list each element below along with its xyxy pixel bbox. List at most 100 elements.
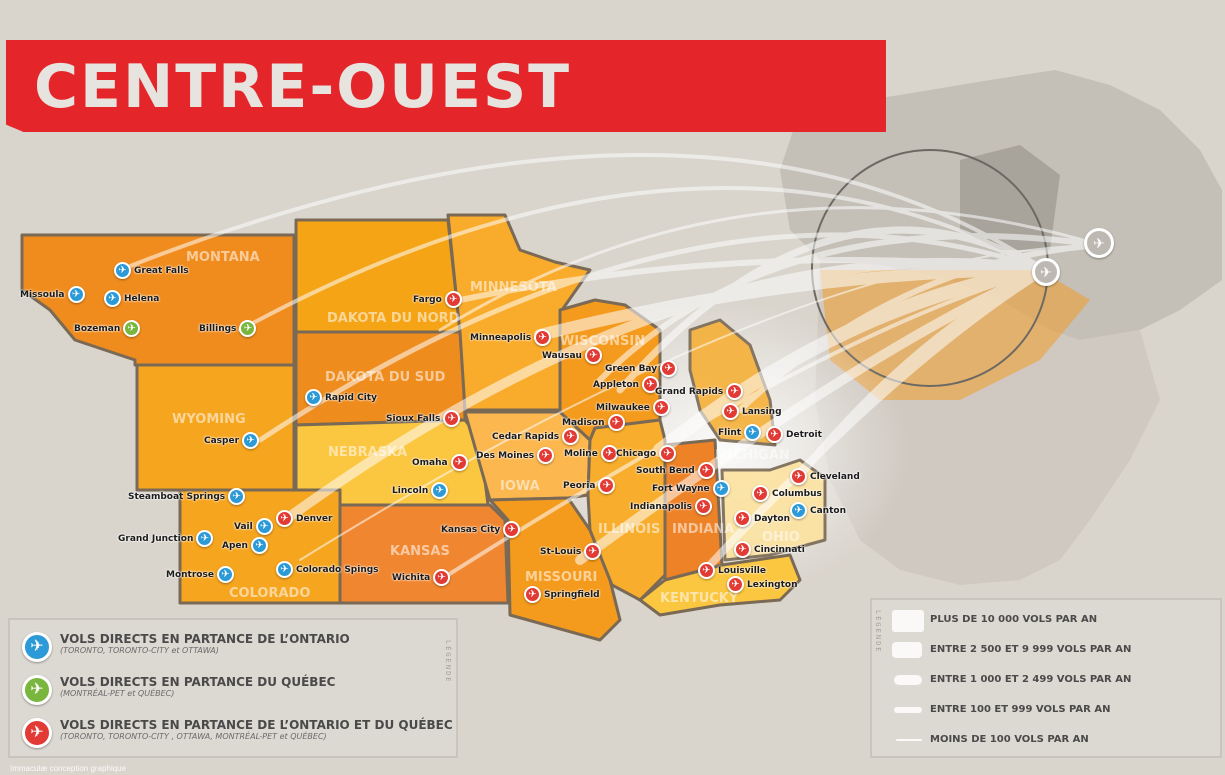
city-marker[interactable]: Des Moines✈: [476, 447, 555, 464]
city-marker[interactable]: Wausau✈: [542, 347, 602, 364]
city-name: South Bend: [636, 465, 695, 476]
city-name: Green Bay: [605, 363, 658, 374]
city-name: Bozeman: [74, 323, 121, 334]
city-marker[interactable]: ✈Helena: [104, 290, 159, 307]
city-marker[interactable]: Vail✈: [234, 518, 273, 535]
city-marker[interactable]: ✈Canton: [790, 502, 846, 519]
plane-icon: ✈: [659, 445, 677, 462]
city-marker[interactable]: ✈Rapid City: [305, 389, 377, 406]
city-marker[interactable]: Milwaukee✈: [596, 399, 670, 416]
volume-label: ENTRE 2 500 ET 9 999 VOLS PAR AN: [930, 644, 1132, 655]
city-marker[interactable]: ✈Louisville: [698, 562, 766, 579]
state-label-kansas: KANSAS: [390, 544, 450, 559]
plane-icon: ✈: [503, 521, 521, 538]
city-marker[interactable]: Lincoln✈: [392, 482, 449, 499]
city-marker[interactable]: St-Louis✈: [540, 543, 602, 560]
state-label-kentucky: KENTUCKY: [660, 591, 739, 606]
state-label-michigan: MICHIGAN: [715, 448, 790, 463]
city-marker[interactable]: Omaha✈: [412, 454, 468, 471]
state-label-montana: MONTANA: [186, 250, 260, 265]
city-marker[interactable]: ✈Great Falls: [114, 262, 189, 279]
city-marker[interactable]: ✈Springfield: [524, 586, 600, 603]
plane-icon: ✈: [276, 561, 293, 578]
plane-icon: ✈: [562, 428, 580, 445]
plane-icon: ✈: [216, 566, 234, 583]
city-name: Madison: [562, 417, 605, 428]
city-marker[interactable]: Kansas City✈: [441, 521, 521, 538]
city-marker[interactable]: ✈Detroit: [766, 426, 822, 443]
state-label-north-dakota: DAKOTA DU NORD: [327, 311, 460, 326]
city-marker[interactable]: Missoula✈: [20, 286, 85, 303]
city-name: Great Falls: [134, 265, 189, 276]
city-marker[interactable]: ✈Columbus: [752, 485, 822, 502]
city-name: Minneapolis: [470, 332, 532, 343]
plane-icon: ✈: [600, 445, 618, 462]
volume-swatch: [894, 675, 922, 685]
legend-volume-row: MOINS DE 100 VOLS PAR AN: [880, 730, 1210, 750]
state-missouri: [488, 496, 622, 642]
plane-icon: ✈: [123, 320, 141, 337]
legend-item-subtitle: (MONTRÉAL-PET et QUÉBEC): [60, 689, 175, 698]
plane-icon: ✈: [433, 569, 451, 586]
city-name: Peoria: [563, 480, 596, 491]
plane-icon: ✈: [607, 414, 625, 431]
city-marker[interactable]: Steamboat Springs✈: [128, 488, 246, 505]
city-name: Helena: [124, 293, 160, 304]
city-name: Wausau: [542, 350, 582, 361]
plane-icon: ✈: [104, 290, 121, 307]
city-name: Colorado Spings: [296, 564, 379, 575]
city-marker[interactable]: ✈Lexington: [727, 576, 797, 593]
city-marker[interactable]: Grand Junction✈: [118, 530, 214, 547]
city-marker[interactable]: ✈Colorado Spings: [276, 561, 379, 578]
city-marker[interactable]: Sioux Falls✈: [386, 410, 461, 427]
city-marker[interactable]: ✈Cleveland: [790, 468, 860, 485]
city-marker[interactable]: Billings✈: [199, 320, 257, 337]
city-marker[interactable]: Apen✈: [222, 537, 268, 554]
plane-icon: ✈: [114, 262, 131, 279]
city-marker[interactable]: Cedar Rapids✈: [492, 428, 580, 445]
city-marker[interactable]: Minneapolis✈: [470, 329, 552, 346]
state-wyoming: [135, 363, 296, 492]
city-marker[interactable]: Madison✈: [562, 414, 625, 431]
plane-icon: ✈: [450, 454, 468, 471]
legend-item-subtitle: (TORONTO, TORONTO-CITY et OTTAWA): [60, 646, 219, 655]
city-name: Rapid City: [325, 392, 377, 403]
city-marker[interactable]: Peoria✈: [563, 477, 616, 494]
plane-icon: ✈: [744, 424, 762, 441]
city-marker[interactable]: Moline✈: [564, 445, 618, 462]
city-marker[interactable]: Montrose✈: [166, 566, 234, 583]
origin-plane-icon-ontario: ✈: [1032, 258, 1060, 286]
volume-label: ENTRE 100 ET 999 VOLS PAR AN: [930, 704, 1111, 715]
city-name: Cedar Rapids: [492, 431, 560, 442]
city-marker[interactable]: Green Bay✈: [605, 360, 678, 377]
city-marker[interactable]: Flint✈: [718, 424, 762, 441]
city-name: Sioux Falls: [386, 413, 441, 424]
plane-icon: ✈: [695, 498, 712, 515]
city-marker[interactable]: Grand Rapids✈: [655, 383, 744, 400]
city-marker[interactable]: Wichita✈: [392, 569, 451, 586]
plane-icon: ✈: [584, 347, 602, 364]
city-marker[interactable]: ✈Dayton: [734, 510, 790, 527]
city-marker[interactable]: Appleton✈: [593, 376, 659, 393]
plane-icon: ✈: [443, 410, 461, 427]
city-marker[interactable]: Chicago✈: [616, 445, 677, 462]
city-marker[interactable]: ✈Denver: [276, 510, 332, 527]
flight-routes: [118, 153, 1103, 582]
quebec-highlight: [960, 145, 1060, 250]
state-label-colorado: COLORADO: [229, 586, 311, 601]
city-marker[interactable]: Bozeman✈: [74, 320, 141, 337]
legend-departure-origin: ✈ VOLS DIRECTS EN PARTANCE DE L’ONTARIO …: [8, 618, 458, 758]
city-marker[interactable]: Fargo✈: [413, 291, 462, 308]
city-marker[interactable]: Casper✈: [204, 432, 260, 449]
city-marker[interactable]: ✈Cincinnati: [734, 541, 805, 558]
city-marker[interactable]: South Bend✈: [636, 462, 715, 479]
city-marker[interactable]: ✈Lansing: [722, 403, 782, 420]
city-marker[interactable]: Fort Wayne✈: [652, 480, 730, 497]
city-name: Dayton: [754, 513, 791, 524]
plane-icon: ✈: [726, 383, 744, 400]
legend-item-quebec: ✈ VOLS DIRECTS EN PARTANCE DU QUÉBEC (MO…: [22, 675, 335, 705]
city-marker[interactable]: Indianapolis✈: [630, 498, 712, 515]
city-name: Canton: [810, 505, 846, 516]
plane-icon: ✈: [276, 510, 293, 527]
